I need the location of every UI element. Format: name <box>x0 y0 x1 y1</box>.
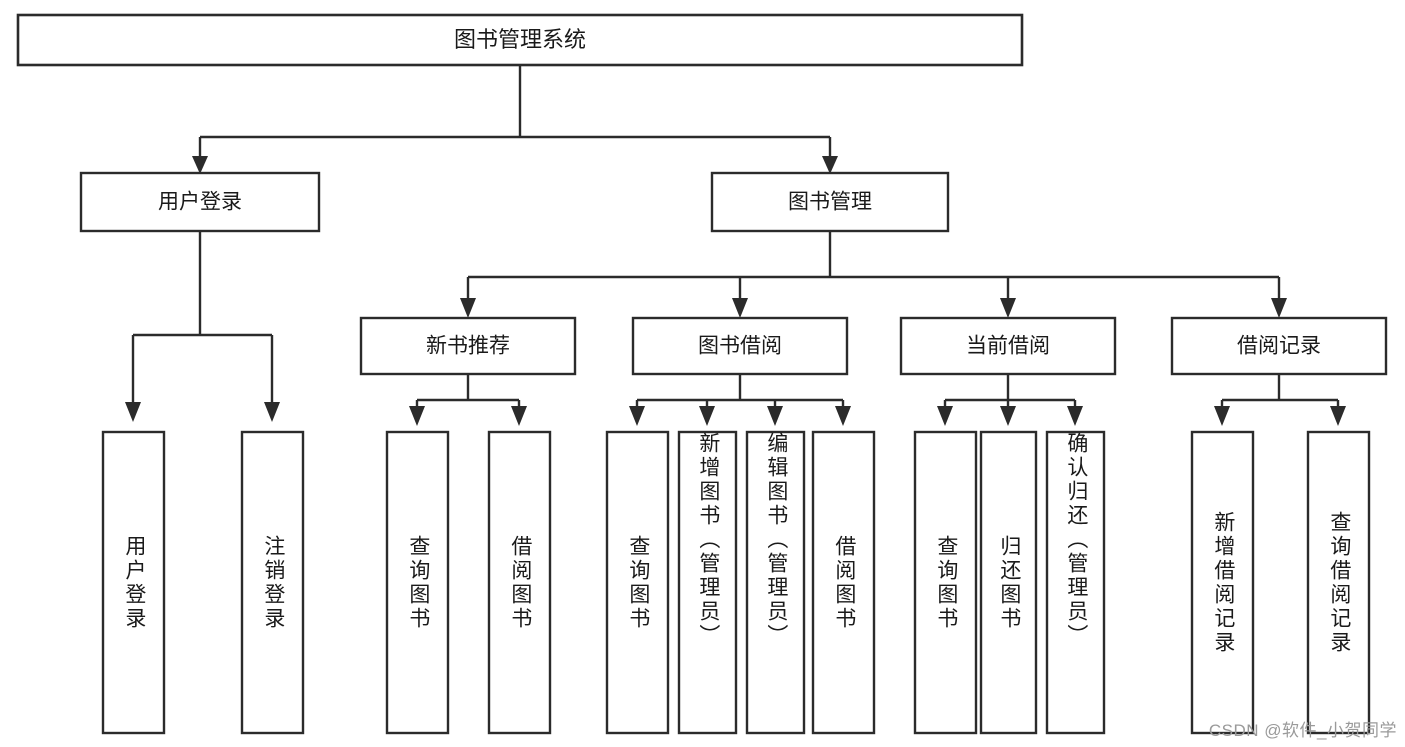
node-book-borrow[interactable]: 图书借阅 <box>631 316 849 376</box>
node-root-box[interactable] <box>16 13 1024 67</box>
node-current-borrow-box[interactable] <box>899 316 1117 376</box>
arrow-head-current-borrow-leaf-2 <box>1067 406 1083 426</box>
arrow-head-borrow-record-leaf-1 <box>1330 406 1346 426</box>
node-new-book[interactable]: 新书推荐 <box>359 316 577 376</box>
node-book-manage-label: 图书管理 <box>788 191 872 214</box>
leaf-box-book-borrow-1[interactable] <box>677 430 738 735</box>
leaf-box-book-borrow-0[interactable] <box>605 430 670 735</box>
node-user-login-label: 用户登录 <box>158 191 242 214</box>
arrow-head-book-manage <box>822 156 838 174</box>
arrow-head-user-login <box>192 156 208 174</box>
node-borrow-record-box[interactable] <box>1170 316 1388 376</box>
leaf-box-new-book-0[interactable] <box>385 430 450 735</box>
arrow-head-leaf-logout <box>264 402 280 422</box>
node-user-login-box[interactable] <box>79 171 321 233</box>
node-book-manage-box[interactable] <box>710 171 950 233</box>
leaf-box-user-login-0[interactable] <box>101 430 166 735</box>
arrow-head-book-borrow <box>732 298 748 318</box>
arrow-head-book-borrow-leaf-1 <box>699 406 715 426</box>
node-borrow-record-label: 借阅记录 <box>1237 335 1321 358</box>
arrow-head-borrow-record-leaf-0 <box>1214 406 1230 426</box>
node-user-login[interactable]: 用户登录 <box>79 171 321 233</box>
leaf-box-book-borrow-3[interactable] <box>811 430 876 735</box>
node-root-label: 图书管理系统 <box>454 27 586 52</box>
arrow-head-current-borrow-leaf-0 <box>937 406 953 426</box>
leaf-box-user-login-1[interactable] <box>240 430 305 735</box>
leaf-box-new-book-1[interactable] <box>487 430 552 735</box>
arrow-head-new-book-leaf-0 <box>409 406 425 426</box>
leaf-box-borrow-record-0[interactable] <box>1190 430 1255 735</box>
leaf-box-current-borrow-2[interactable] <box>1045 430 1106 735</box>
arrow-head-new-book <box>460 298 476 318</box>
arrow-head-book-borrow-leaf-3 <box>835 406 851 426</box>
node-book-manage[interactable]: 图书管理 <box>710 171 950 233</box>
node-current-borrow-label: 当前借阅 <box>966 335 1050 358</box>
node-root[interactable]: 图书管理系统 <box>16 13 1024 67</box>
arrow-head-book-borrow-leaf-2 <box>767 406 783 426</box>
arrow-head-book-borrow-leaf-0 <box>629 406 645 426</box>
arrow-head-current-borrow <box>1000 298 1016 318</box>
node-book-borrow-label: 图书借阅 <box>698 335 782 358</box>
leaf-box-current-borrow-1[interactable] <box>979 430 1038 735</box>
arrow-head-borrow-record <box>1271 298 1287 318</box>
leaf-box-borrow-record-1[interactable] <box>1306 430 1371 735</box>
node-current-borrow[interactable]: 当前借阅 <box>899 316 1117 376</box>
connector-group <box>125 65 1346 426</box>
leaf-box-current-borrow-0[interactable] <box>913 430 978 735</box>
node-new-book-box[interactable] <box>359 316 577 376</box>
arrow-head-current-borrow-leaf-1 <box>1000 406 1016 426</box>
node-new-book-label: 新书推荐 <box>426 335 510 358</box>
arrow-head-new-book-leaf-1 <box>511 406 527 426</box>
node-book-borrow-box[interactable] <box>631 316 849 376</box>
leaf-box-book-borrow-2[interactable] <box>745 430 806 735</box>
arrow-head-leaf-user-login <box>125 402 141 422</box>
node-borrow-record[interactable]: 借阅记录 <box>1170 316 1388 376</box>
watermark-label: CSDN @软件_小贺同学 <box>1208 721 1397 740</box>
